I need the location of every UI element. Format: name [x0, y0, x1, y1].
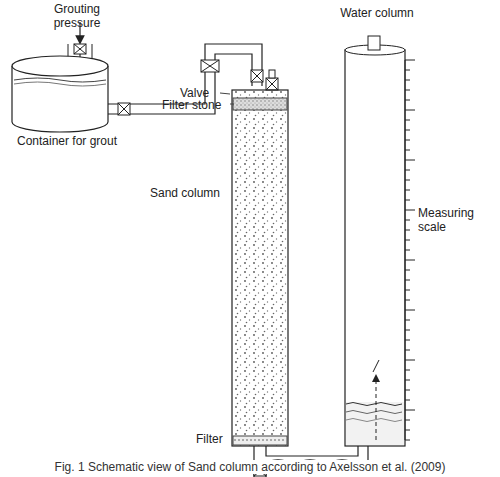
part-label: Filter stone	[162, 98, 230, 112]
valve-symbol	[74, 44, 86, 54]
sand-column	[232, 90, 288, 446]
figure-caption: Fig. 1 Schematic view of Sand column acc…	[55, 460, 446, 474]
part-label: Grouting pressure	[44, 2, 110, 30]
grout-container	[12, 56, 108, 132]
leader-line	[220, 93, 234, 104]
measuring-scale	[405, 60, 415, 440]
part-label: Container for grout	[2, 134, 132, 148]
part-label: Water column	[332, 6, 422, 20]
part-label: Valve	[180, 86, 220, 100]
part-label: Sand column	[150, 186, 228, 200]
water-column	[345, 36, 405, 446]
part-label: Measuring scale	[418, 206, 498, 234]
part-label: Filter	[196, 432, 232, 446]
